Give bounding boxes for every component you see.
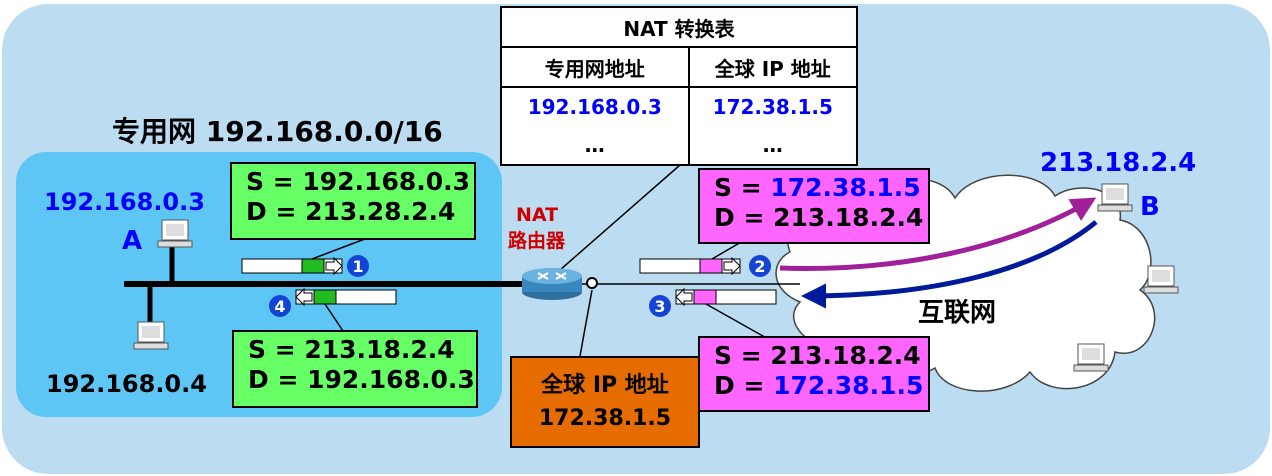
p2-source: 172.38.1.5 [770, 173, 921, 202]
router-label-nat: NAT [516, 204, 559, 226]
outbound-flow-arrow [779, 197, 1097, 271]
host-b-label: B [1140, 192, 1160, 222]
computer-icon-host-2 [133, 321, 169, 350]
leader-p4 [324, 303, 346, 335]
host-a-label: A [122, 226, 143, 256]
p2-dest: 213.18.2.4 [773, 203, 924, 232]
table-pointer-line [559, 164, 681, 271]
p1-d-prefix: D = [246, 197, 306, 226]
computer-icon-host-a [157, 219, 193, 248]
step-2-num: 2 [754, 257, 765, 276]
nat-row2-global: … [687, 126, 859, 166]
nat-table: NAT 转换表 专用网地址 全球 IP 地址 192.168.0.3 172.3… [500, 6, 859, 166]
packet-1-header: S = 192.168.0.3 D = 213.28.2.4 [230, 162, 476, 240]
host-a-ip: 192.168.0.3 [44, 188, 205, 216]
computer-icon-internet-2 [1073, 343, 1109, 372]
step-3-num: 3 [654, 297, 665, 316]
p1-s-prefix: S = [246, 167, 303, 196]
leader-p3 [705, 303, 771, 341]
p2-s-prefix: S = [714, 173, 771, 202]
global-address-value: 172.38.1.5 [538, 406, 672, 431]
p3-source: 213.18.2.4 [770, 341, 921, 370]
computer-icon-internet-1 [1143, 265, 1179, 294]
host-b-ip: 213.18.2.4 [1040, 148, 1197, 178]
router-port [586, 277, 598, 289]
p2-d-prefix: D = [714, 203, 774, 232]
packet-1-icon [241, 256, 343, 276]
step-4-circle [269, 295, 291, 317]
global-address-box: 全球 IP 地址 172.38.1.5 [510, 356, 700, 448]
nat-col-global: 全球 IP 地址 [687, 46, 859, 88]
leader-p1 [311, 236, 371, 260]
step-1-circle [347, 255, 369, 277]
packet-4-icon [295, 287, 397, 307]
nat-row1-global: 172.38.1.5 [687, 86, 859, 126]
packet-2-header: S = 172.38.1.5 D = 213.18.2.4 [698, 168, 930, 244]
computer-icon-host-b [1097, 183, 1133, 212]
internet-label: 互联网 [918, 298, 997, 328]
packet-3-icon [675, 287, 777, 307]
p3-dest: 172.38.1.5 [773, 371, 924, 400]
p4-s-prefix: S = [248, 335, 305, 364]
p3-d-prefix: D = [714, 371, 774, 400]
host-2-ip: 192.168.0.4 [46, 370, 207, 398]
nat-row1-private: 192.168.0.3 [500, 86, 690, 126]
p3-s-prefix: S = [714, 341, 771, 370]
p4-dest: 192.168.0.3 [307, 365, 475, 394]
step-2-circle [749, 255, 771, 277]
packet-4-header: S = 213.18.2.4 D = 192.168.0.3 [232, 330, 478, 408]
p4-source: 213.18.2.4 [304, 335, 455, 364]
step-1-num: 1 [352, 257, 363, 276]
global-addr-pointer [579, 289, 593, 357]
private-net-title: 专用网 192.168.0.0/16 [112, 115, 443, 148]
step-3-circle [649, 295, 671, 317]
router-icon [522, 268, 582, 300]
step-4-num: 4 [274, 297, 285, 316]
global-address-label: 全球 IP 地址 [541, 373, 669, 398]
nat-row2-private: … [500, 126, 690, 166]
p1-source: 192.168.0.3 [302, 167, 471, 196]
nat-col-private: 专用网地址 [500, 46, 690, 88]
p4-d-prefix: D = [248, 365, 308, 394]
p1-dest: 213.28.2.4 [305, 197, 456, 226]
packet-2-icon [639, 256, 741, 276]
router-label-router: 路由器 [508, 230, 566, 252]
packet-3-header: S = 213.18.2.4 D = 172.38.1.5 [698, 336, 930, 412]
inbound-flow-arrow [801, 220, 1098, 309]
nat-table-title: NAT 转换表 [500, 6, 858, 48]
